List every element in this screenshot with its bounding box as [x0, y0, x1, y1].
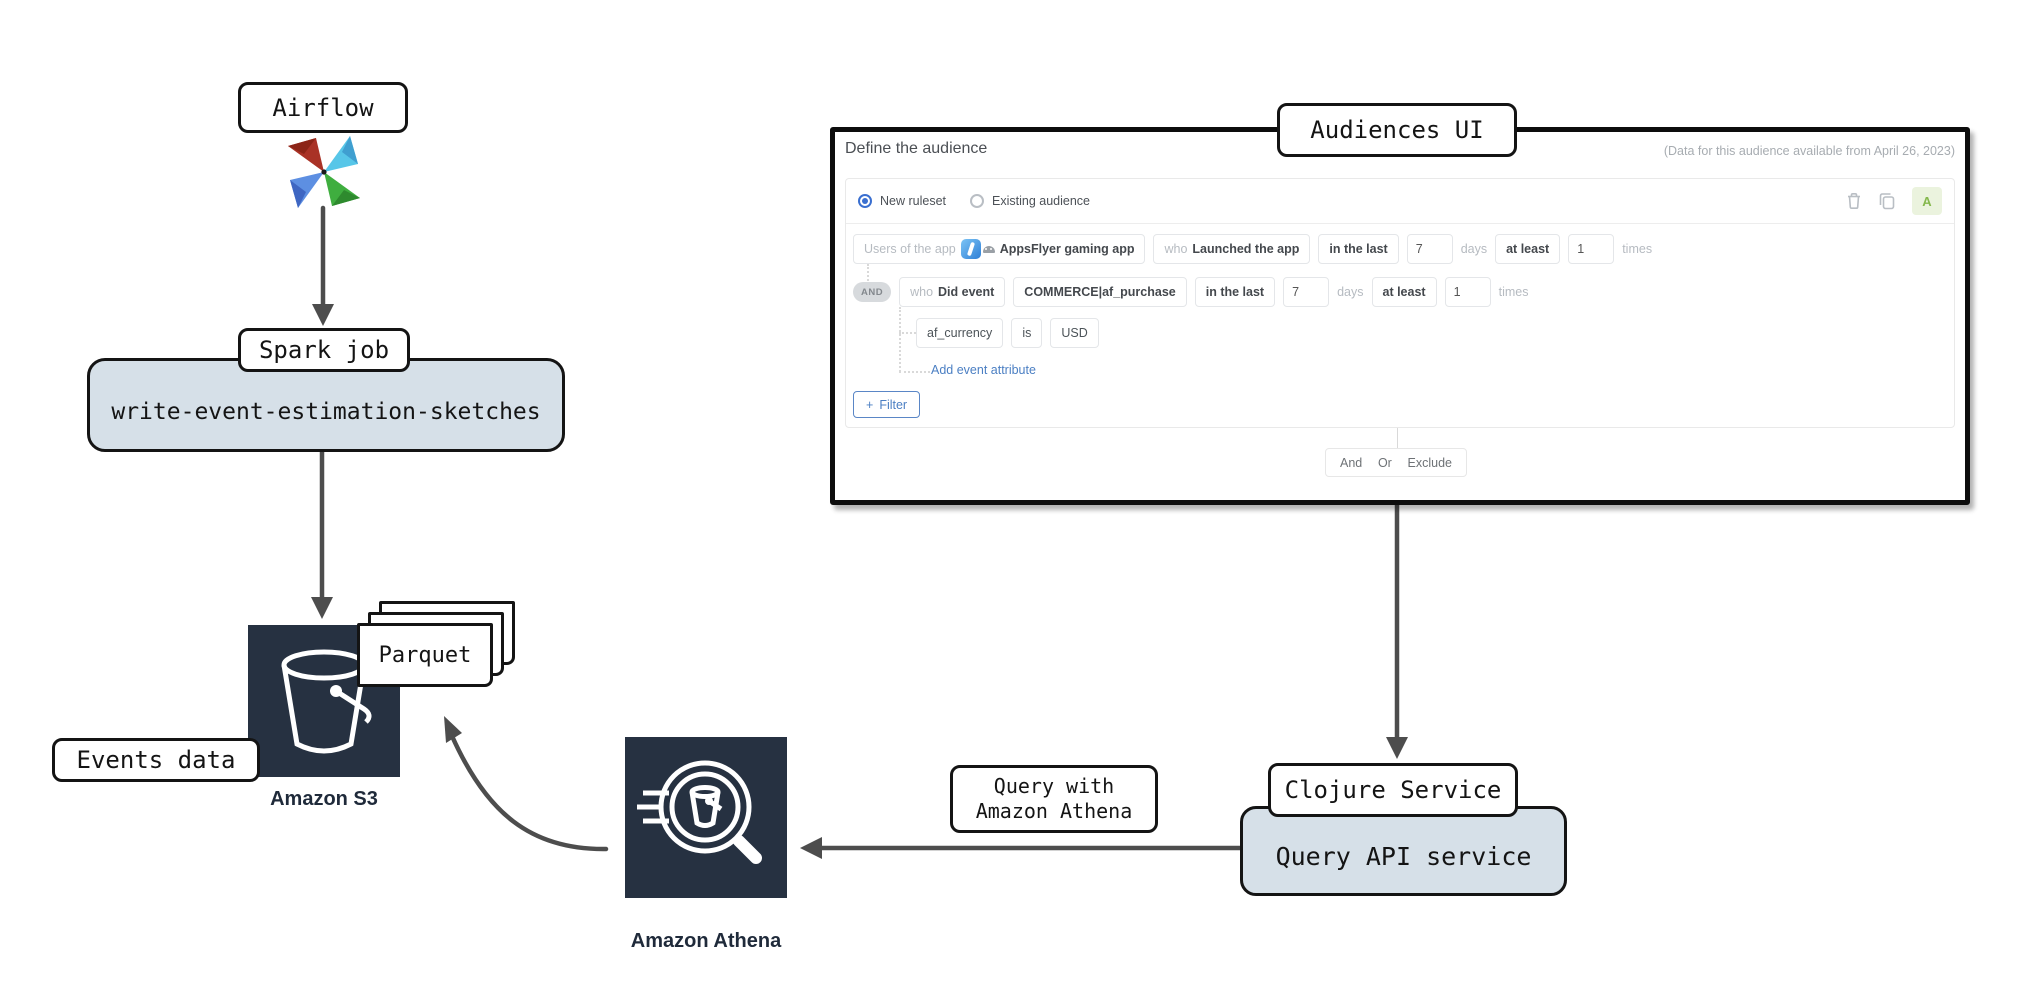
connector-dotted-2	[899, 307, 901, 372]
spark-job-box: write-event-estimation-sketches	[87, 358, 565, 452]
parquet-files-stack: Parquet	[357, 601, 517, 689]
amazon-athena-icon	[625, 737, 787, 898]
action-selector-pill[interactable]: who Launched the app	[1153, 234, 1311, 264]
android-icon	[982, 245, 995, 253]
existing-audience-label[interactable]: Existing audience	[992, 194, 1090, 208]
attribute-row: af_currency is USD	[916, 318, 1099, 348]
audiences-ui-label: Audiences UI	[1277, 103, 1517, 157]
days-input[interactable]	[1406, 234, 1453, 264]
airflow-logo-icon	[288, 136, 360, 208]
rule-row-1: Users of the app AppsFlyer gaming app wh…	[853, 234, 1652, 264]
arrow-athena-to-s3	[449, 733, 609, 852]
exclude-button[interactable]: Exclude	[1407, 455, 1452, 470]
spark-job-name: write-event-estimation-sketches	[111, 399, 541, 425]
clojure-service-label: Clojure Service	[1268, 763, 1518, 817]
times-input-2[interactable]	[1444, 277, 1491, 307]
audience-badge[interactable]: A	[1912, 187, 1942, 215]
query-api-service-box: Query API service	[1240, 806, 1567, 896]
connector-dotted-4	[899, 371, 930, 373]
airflow-label: Airflow	[272, 93, 374, 122]
parquet-page-front: Parquet	[357, 623, 493, 687]
ruleset-card: New ruleset Existing audience	[845, 178, 1955, 428]
event-selector-pill[interactable]: COMMERCE|af_purchase	[1013, 277, 1187, 307]
ruleset-type-row: New ruleset Existing audience	[846, 179, 1954, 224]
attribute-name-pill[interactable]: af_currency	[916, 318, 1004, 348]
existing-audience-radio[interactable]	[970, 194, 984, 208]
and-conjunction-badge[interactable]: AND	[853, 282, 892, 302]
and-button[interactable]: And	[1340, 455, 1363, 470]
query-with-athena-label: Query with Amazon Athena	[950, 765, 1158, 833]
availability-note: (Data for this audience available from A…	[1663, 144, 1955, 158]
connector-dotted-3	[899, 332, 916, 334]
delete-icon[interactable]	[1846, 192, 1862, 210]
or-button[interactable]: Or	[1377, 455, 1392, 470]
window-selector-pill-2[interactable]: in the last	[1194, 277, 1276, 307]
action-selector-pill-2[interactable]: who Did event	[899, 277, 1006, 307]
qualifier-pill-2[interactable]: at least	[1371, 277, 1437, 307]
ruleset-actions: A	[1846, 187, 1942, 215]
airflow-node: Airflow	[238, 82, 408, 133]
s3-caption: Amazon S3	[270, 788, 378, 810]
new-ruleset-label[interactable]: New ruleset	[880, 194, 946, 208]
set-operator-group: And Or Exclude	[1325, 448, 1467, 477]
qualifier-pill[interactable]: at least	[1495, 234, 1561, 264]
attribute-value-pill[interactable]: USD	[1050, 318, 1099, 348]
connector-dotted-1	[867, 264, 869, 281]
spark-job-label: Spark job	[238, 328, 410, 372]
days-input-2[interactable]	[1283, 277, 1330, 307]
rule-row-2: AND who Did event COMMERCE|af_purchase i…	[853, 277, 1528, 307]
filter-button[interactable]: + Filter	[853, 391, 921, 418]
times-input[interactable]	[1568, 234, 1615, 264]
app-icon	[960, 239, 981, 259]
bottom-group-connector	[1397, 428, 1398, 448]
add-event-attribute-link[interactable]: Add event attribute	[931, 363, 1036, 377]
plus-icon: +	[866, 397, 874, 412]
audiences-panel: Define the audience (Data for this audie…	[830, 127, 1970, 505]
new-ruleset-radio[interactable]	[858, 194, 872, 208]
athena-caption: Amazon Athena	[630, 930, 782, 952]
copy-icon[interactable]	[1878, 192, 1896, 210]
attribute-operator-pill[interactable]: is	[1011, 318, 1043, 348]
events-data-label: Events data	[52, 738, 260, 782]
panel-title: Define the audience	[845, 140, 988, 157]
app-selector-pill[interactable]: Users of the app AppsFlyer gaming app	[853, 234, 1146, 264]
window-selector-pill[interactable]: in the last	[1318, 234, 1399, 264]
